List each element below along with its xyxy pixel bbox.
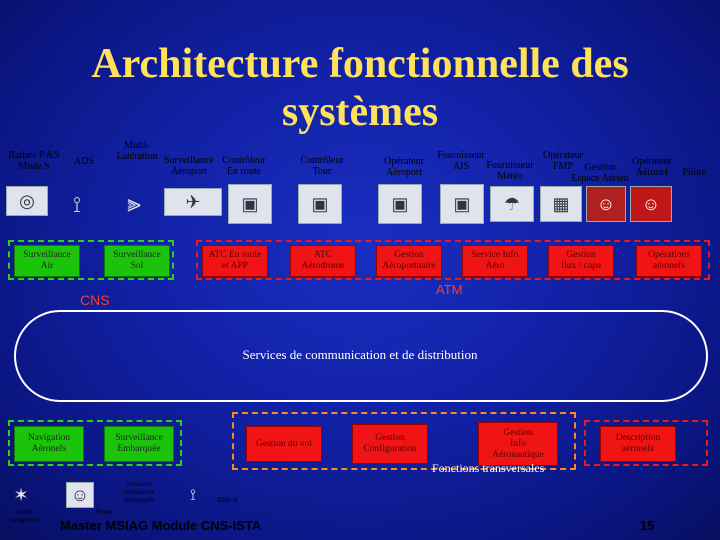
workstation-enroute-icon: ▣	[228, 184, 272, 224]
cns-navigation-group	[8, 420, 182, 466]
label-radars: Radars P &S Mode S	[8, 150, 60, 172]
description-group	[584, 420, 708, 466]
communication-bus	[14, 310, 708, 402]
adsb-antenna-icon: ⟟	[190, 487, 196, 504]
label-fournisseur-ais: Fournisseur AIS	[437, 150, 485, 172]
people-icon: ☺	[586, 186, 626, 222]
surveillance-sol-box: Surveillance Sol	[104, 245, 170, 277]
label-pilote: Pilote	[682, 167, 706, 178]
map-icon: ▦	[540, 186, 582, 222]
workstation-ais-icon: ▣	[440, 184, 484, 224]
footer-course: Master MSIAG Module CNS-ISTA	[60, 518, 262, 533]
label-controleur-enroute: Contrôleur En route	[222, 155, 266, 177]
label-senseurs: Senseurs utilisateurs embarqués	[123, 480, 155, 504]
cns-label: CNS	[80, 292, 110, 308]
label-multilateration: Multi- Latération	[116, 140, 158, 162]
pilot-photo-icon: ☺	[66, 482, 94, 508]
gestion-vol-box: Gestion du vol	[246, 426, 322, 462]
workstation-aeroport-icon: ▣	[378, 184, 422, 224]
transversales-label: Fonctions transversales	[432, 461, 545, 475]
label-ads: ADS	[73, 156, 94, 167]
description-aeronefs-box: Description aéronefs	[600, 426, 676, 462]
navigation-aeronefs-box: Navigation Aéronefs	[14, 426, 84, 462]
surveillance-embarquee-box: Surveillance Embarquée	[104, 426, 174, 462]
airport-icon: ✈	[164, 188, 222, 216]
antenna-array-icon: ⫸	[127, 190, 141, 217]
gestion-configuration-box: Gestion Configuration	[352, 424, 428, 464]
antenna-icon: ⟟	[72, 192, 82, 217]
atm-label: ATM	[436, 282, 463, 297]
navaid-antenna-icon: ✶	[13, 484, 29, 505]
weather-icon: ☂	[490, 186, 534, 222]
label-surveillance-aeroport: Surveillance Aéroport	[164, 155, 214, 177]
label-aides-navigation: Aides navigation	[9, 508, 39, 524]
pilots-icon: ☺	[630, 186, 672, 222]
label-adsb: ADS-B	[216, 496, 238, 504]
label-gestion-espace: Gestion Espace Aérien	[571, 162, 629, 184]
gestion-flux-box: Gestion flux / capa	[548, 245, 614, 277]
atm-group	[196, 240, 710, 280]
page-number: 15	[640, 518, 655, 533]
label-operateur-fmp: Opérateur FMP	[543, 150, 583, 172]
gestion-aeroportuaire-box: Gestion Aéroportuaire	[376, 245, 442, 277]
bus-label: Services de communication et de distribu…	[242, 347, 478, 362]
atc-enroute-box: ATC En route et APP	[202, 245, 268, 277]
radar-icon: ◎	[6, 186, 48, 216]
page-title: Architecture fonctionnelle des systèmes	[91, 41, 629, 135]
transversales-group	[232, 412, 576, 470]
operations-aeronefs-box: Opérations aéronefs	[636, 245, 702, 277]
gestion-info-aeronautique-box: Gestion Info Aéronautique	[478, 422, 558, 466]
atc-aerodrome-box: ATC Aérodrome	[290, 245, 356, 277]
label-operateur-aeroport: Opérateur Aéroport	[384, 156, 424, 178]
label-pilote-bottom: Pilote	[95, 508, 113, 516]
label-operateur-aeronef: Opérateur Aéronef	[632, 156, 672, 178]
cns-surveillance-group	[8, 240, 174, 280]
service-info-aero-box: Service Info Aéro	[462, 245, 528, 277]
label-controleur-tour: Contrôleur Tour	[300, 155, 344, 177]
surveillance-air-box: Surveillance Air	[14, 245, 80, 277]
workstation-tour-icon: ▣	[298, 184, 342, 224]
label-fournisseur-meteo: Fournisseur Météo	[486, 160, 534, 182]
